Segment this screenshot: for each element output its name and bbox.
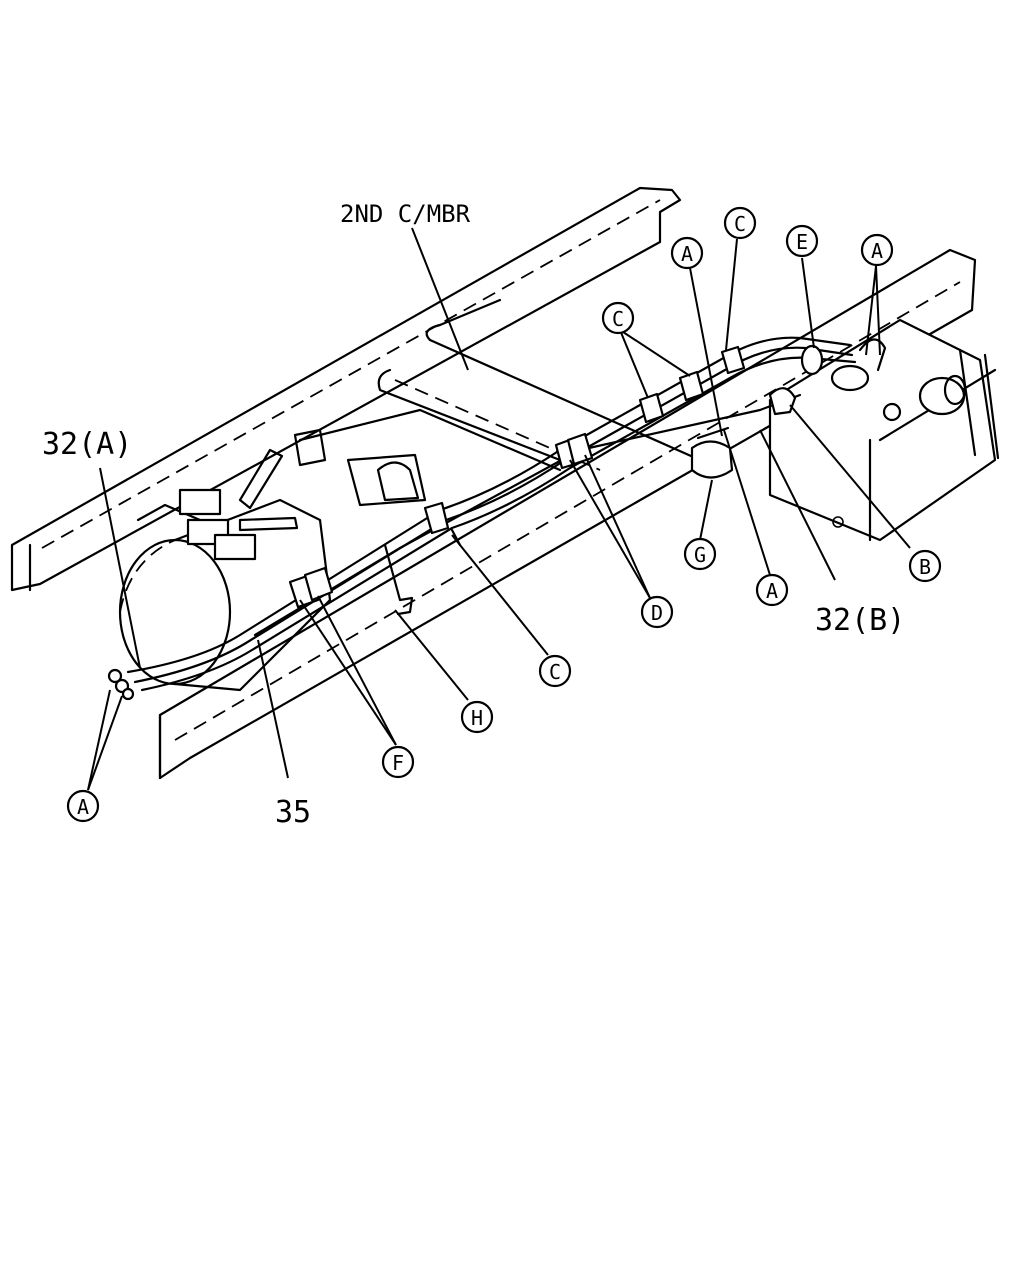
callout-f-letter: F xyxy=(392,751,404,775)
callout-a-filter-top: A xyxy=(670,236,704,270)
label-part-32b: 32(B) xyxy=(815,603,905,638)
leader-lines xyxy=(87,227,911,791)
callout-a-tank: A xyxy=(860,233,894,267)
callout-g-letter: G xyxy=(694,543,706,567)
label-part-32a: 32(A) xyxy=(42,427,132,462)
callout-f: F xyxy=(381,745,415,779)
callout-c-upper-right: C xyxy=(723,206,757,240)
callout-h: H xyxy=(460,700,494,734)
callout-g: G xyxy=(683,537,717,571)
callout-a-lower-left: A xyxy=(66,789,100,823)
label-2nd-cross-member: 2ND C/MBR xyxy=(340,200,471,228)
callout-h-letter: H xyxy=(471,706,483,730)
upper-frame-rail xyxy=(10,186,682,592)
callout-d: D xyxy=(640,595,674,629)
transmission-housing xyxy=(118,428,427,692)
callout-b-letter: B xyxy=(919,555,931,579)
lower-frame-rail xyxy=(158,248,977,780)
line-clips xyxy=(288,338,887,609)
support-brackets xyxy=(383,528,462,616)
callout-a-filter-top-letter: A xyxy=(681,242,693,266)
callout-b: B xyxy=(908,549,942,583)
fuel-tank xyxy=(768,318,1000,542)
callout-a-filter-bottom: A xyxy=(755,573,789,607)
callout-a-tank-letter: A xyxy=(871,239,883,263)
callout-c-upper-right-letter: C xyxy=(734,212,746,236)
callout-c-middle: C xyxy=(538,654,572,688)
callout-c-upper-left: C xyxy=(601,301,635,335)
callout-e: E xyxy=(785,224,819,258)
second-cross-member xyxy=(298,298,702,472)
label-part-35: 35 xyxy=(275,795,311,830)
fuel-filter xyxy=(690,426,734,479)
line-end-fittings xyxy=(107,668,135,701)
fuel-line-group xyxy=(126,336,857,692)
callout-c-upper-left-letter: C xyxy=(612,307,624,331)
callout-e-letter: E xyxy=(796,230,808,254)
callout-c-middle-letter: C xyxy=(549,660,561,684)
callout-a-lower-left-letter: A xyxy=(77,795,89,819)
callout-d-letter: D xyxy=(651,601,663,625)
callout-a-filter-bottom-letter: A xyxy=(766,579,778,603)
